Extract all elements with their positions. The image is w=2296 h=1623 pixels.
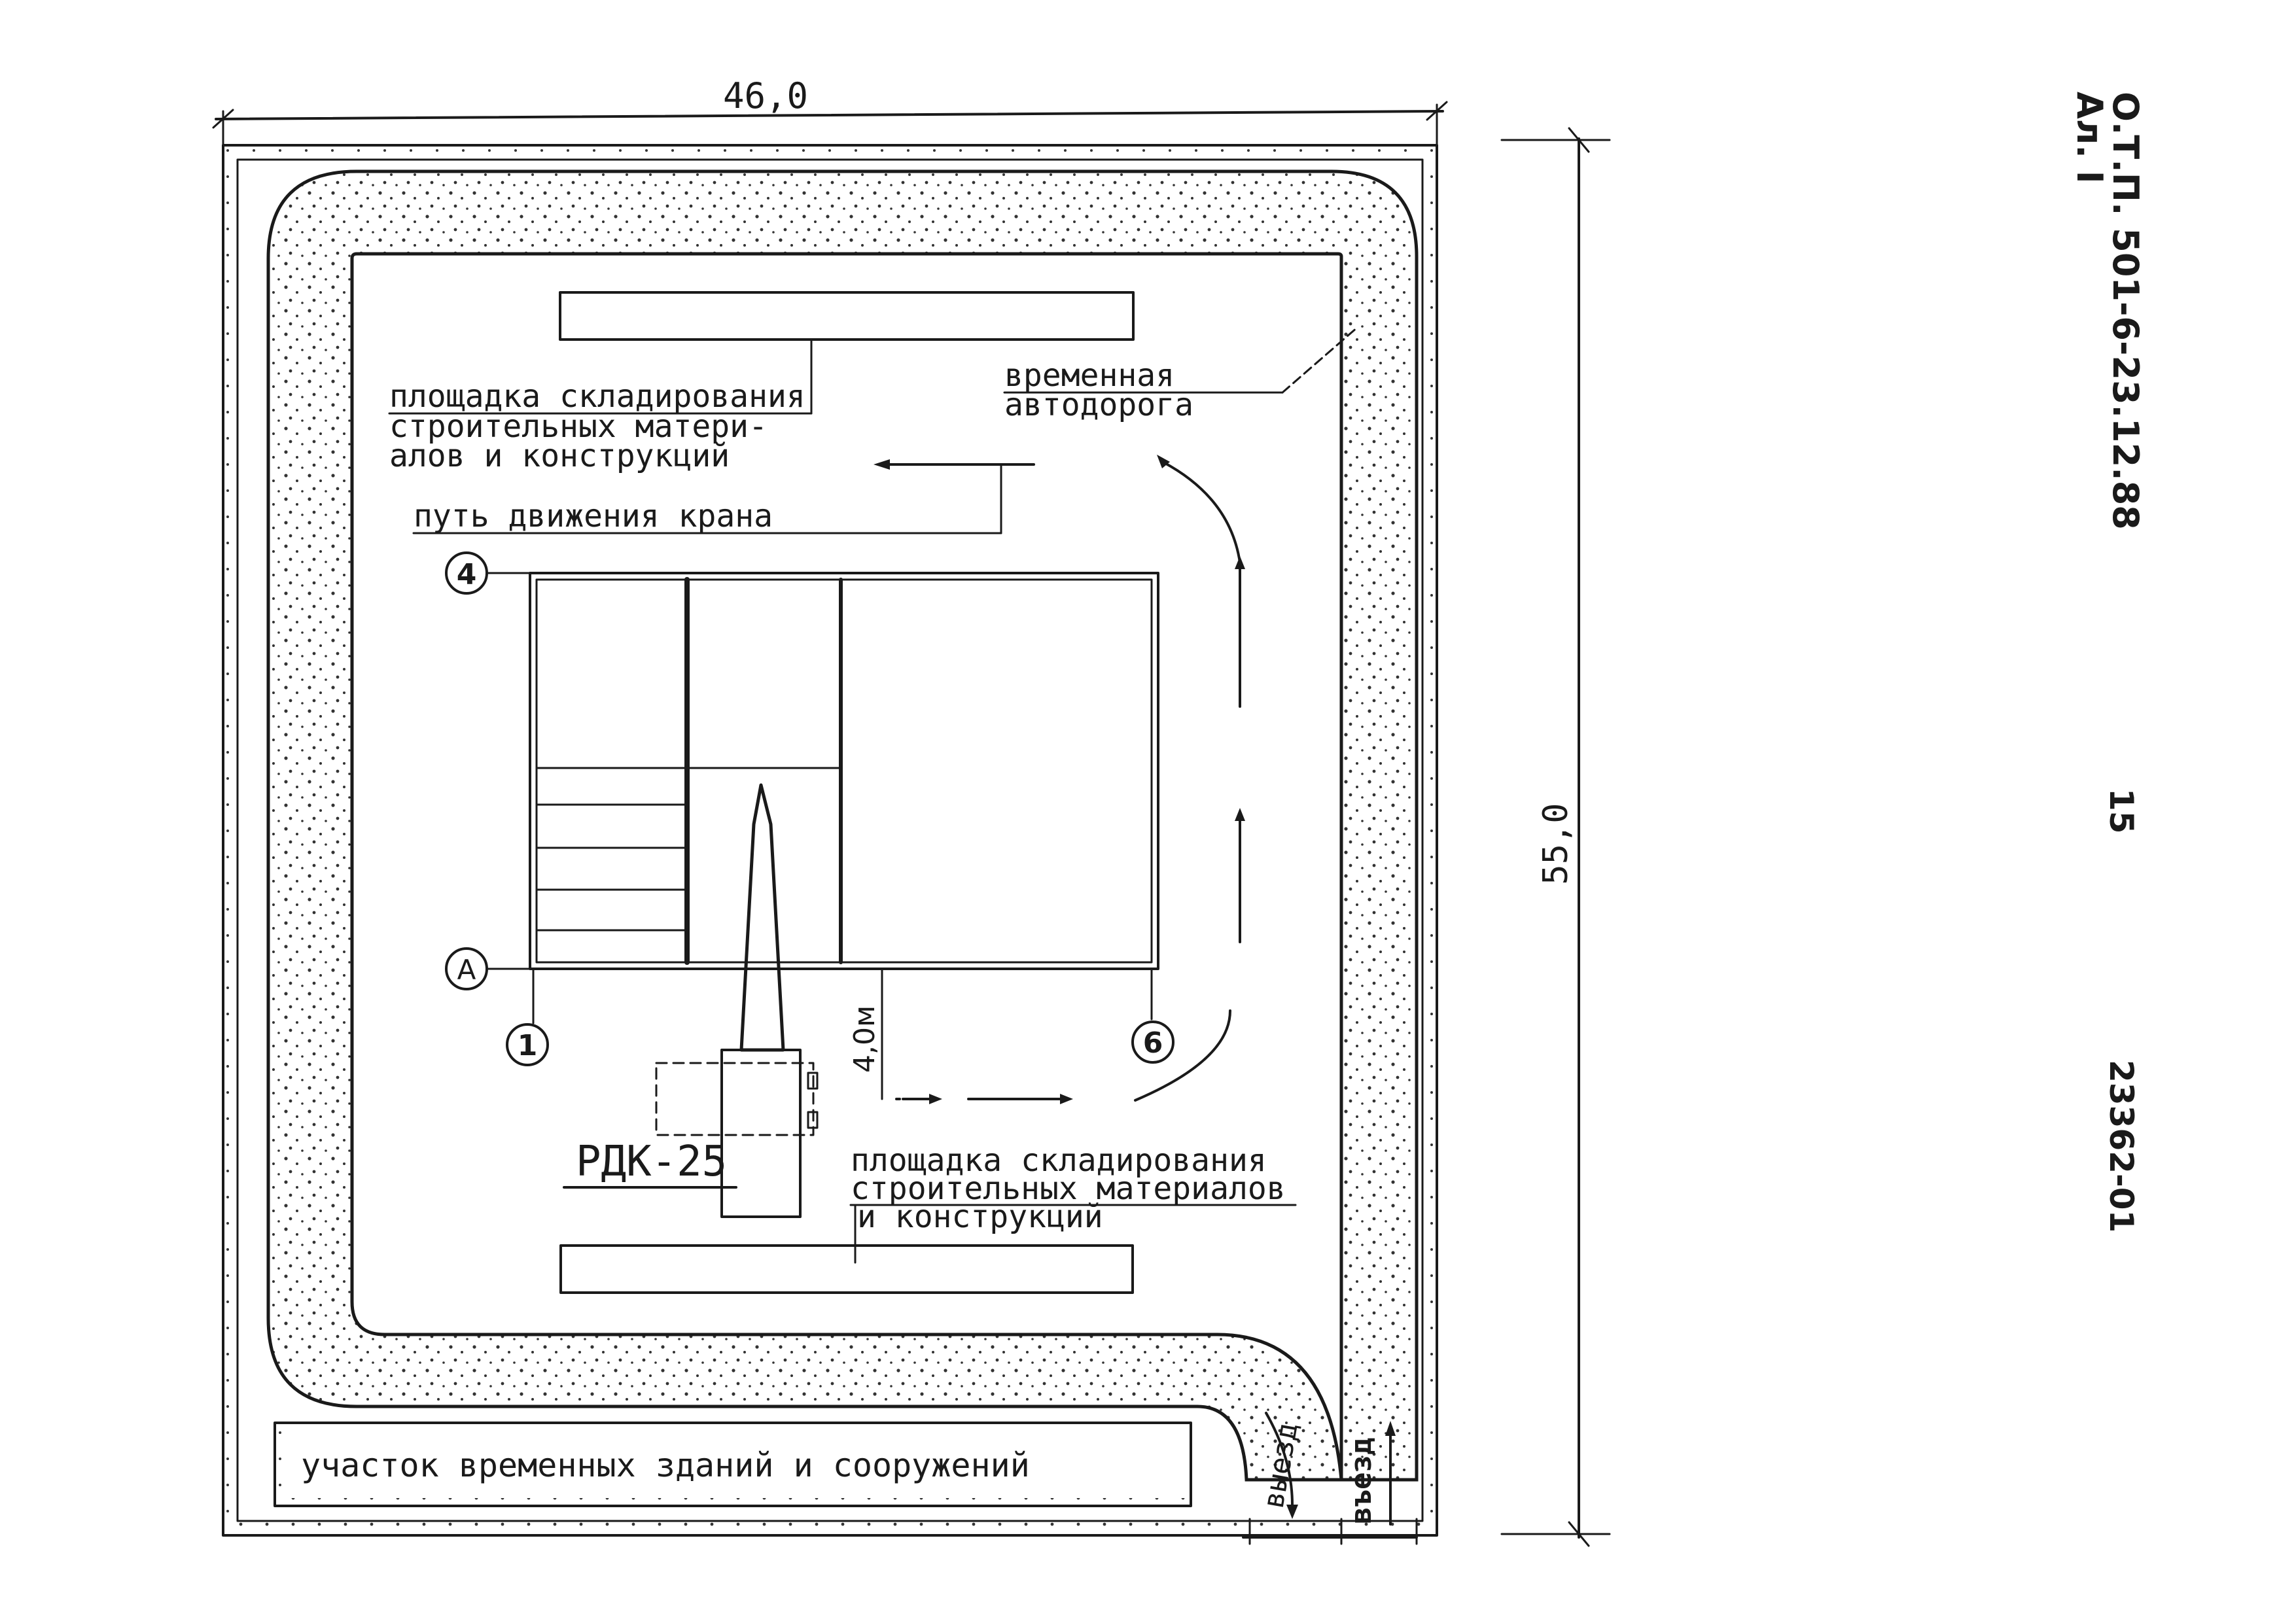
crane-path-label: путь движения крана — [412, 459, 1035, 534]
crane-name: РДК-25 — [576, 1138, 727, 1186]
document-stamp: О.Т.П. 501-6-23.12.88 Ал. I 15 23362-01 — [2069, 92, 2146, 1232]
building-footprint — [529, 572, 1159, 970]
height-dimension: 55,0 — [1500, 127, 1611, 1547]
road-line-1: временная — [1004, 357, 1174, 394]
storage-top-line-3: алов и конструкций — [389, 438, 730, 474]
storage-bottom-line-2: строительных материалов — [851, 1170, 1286, 1207]
crane-label: РДК-25 — [563, 1138, 737, 1189]
temporary-buildings-text: участок временных зданий и сооружений — [301, 1446, 1030, 1484]
axis-marker-4: 4 — [445, 551, 488, 595]
width-dimension-label: 46,0 — [723, 75, 808, 116]
storage-platform-bottom — [559, 1244, 1134, 1294]
axis-label-6: 6 — [1143, 1026, 1163, 1060]
height-dimension-label: 55,0 — [1536, 803, 1576, 884]
crane-offset-dimension: 4,0м — [848, 1005, 881, 1073]
temporary-buildings-area: участок временных зданий и сооружений — [274, 1422, 1192, 1507]
temporary-road — [266, 169, 1419, 1482]
entry-label: въезд — [1345, 1438, 1378, 1524]
axis-label-1: 1 — [518, 1029, 538, 1062]
storage-bottom-label: площадка складирования строительных мате… — [849, 1142, 1297, 1264]
axis-marker-a: А — [445, 947, 488, 990]
axis-label-4: 4 — [457, 558, 477, 591]
crane-path-text: путь движения крана — [414, 498, 773, 534]
axis-marker-6: 6 — [1131, 1021, 1174, 1064]
road-label: временная автодорога — [1003, 326, 1359, 423]
entry-marker: въезд — [1345, 1421, 1396, 1526]
crane-rdk-25 — [655, 783, 819, 1218]
album-number: Ал. I — [2069, 92, 2110, 184]
axis-marker-1: 1 — [506, 1023, 549, 1066]
storage-platform-top — [559, 291, 1135, 341]
site-boundary — [222, 144, 1438, 1537]
width-dimension: 46,0 — [212, 75, 1448, 152]
storage-top-label: площадка складирования строительных мате… — [388, 338, 813, 474]
crane-travel-path — [895, 455, 1245, 1104]
inventory-number: 23362-01 — [2102, 1060, 2140, 1232]
storage-bottom-line-1: площадка складирования — [851, 1142, 1267, 1179]
storage-bottom-line-3: и конструкций — [857, 1198, 1103, 1235]
storage-top-line-1: площадка складирования — [389, 378, 805, 415]
doc-code: О.Т.П. 501-6-23.12.88 — [2105, 92, 2146, 530]
page-number: 15 — [2102, 788, 2140, 834]
axis-label-a: А — [457, 954, 476, 986]
